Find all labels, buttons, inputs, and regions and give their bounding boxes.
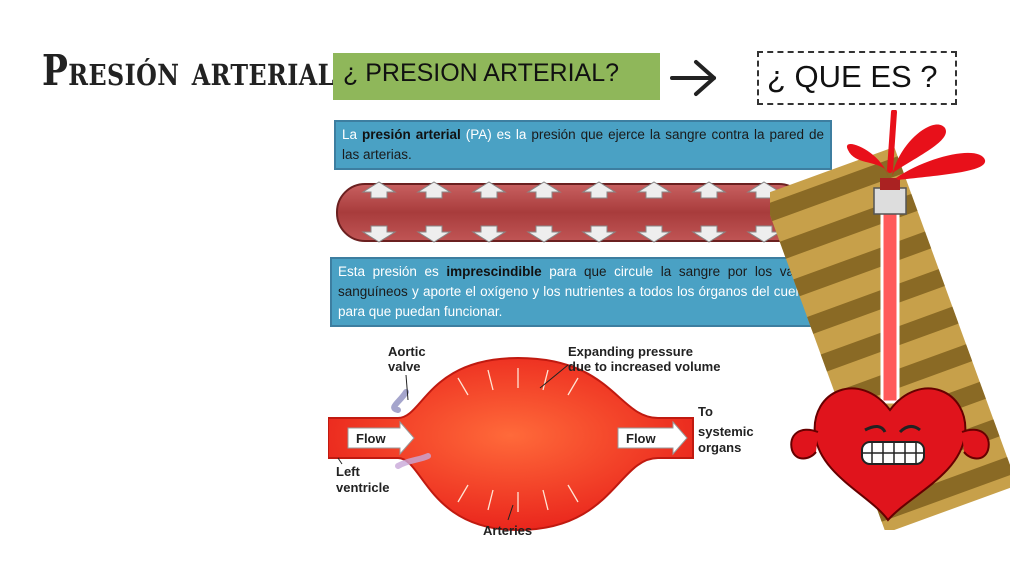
left-ventricle-label-line2: ventricle xyxy=(336,480,389,495)
flow-label-right: Flow xyxy=(626,431,656,446)
text-run: que xyxy=(583,264,607,279)
text-run: circule xyxy=(606,264,661,279)
expanding-pressure-label-line2: due to increased volume xyxy=(568,359,720,374)
arteries-label: Arteries xyxy=(483,523,532,538)
text-run: y aporte el oxígeno y los nutrientes a t… xyxy=(338,284,815,319)
slide-title: Presión arterial xyxy=(42,46,335,95)
what-is-box: ¿ QUE ES ? xyxy=(757,51,957,105)
text-run: para xyxy=(541,264,584,279)
aortic-pressure-diagram: Flow Flow Aortic valve Expanding pressur… xyxy=(328,344,754,538)
heart-pressure-illustration xyxy=(770,110,1010,530)
bold-term: presión arterial xyxy=(361,127,461,142)
text-run: La xyxy=(342,127,362,142)
artery-tube-illustration xyxy=(336,181,816,243)
text-run: la sangre por los vasos sanguíneos xyxy=(338,264,815,299)
question-banner: ¿ PRESION ARTERIAL? xyxy=(333,53,660,100)
to-systemic-label-line1: To xyxy=(698,404,713,419)
importance-box: Esta presión es imprescindible para que … xyxy=(330,257,823,327)
expanding-pressure-label-line1: Expanding pressure xyxy=(568,344,693,359)
aortic-valve-label-line2: valve xyxy=(388,359,421,374)
definition-box: La presión arterial (PA) es la presión q… xyxy=(334,120,832,170)
text-run: presión que ejerce la sangre contra la p… xyxy=(342,127,824,162)
to-systemic-label-line2: systemic xyxy=(698,424,754,439)
left-ventricle-label-line1: Left xyxy=(336,464,361,479)
bold-term: imprescindible xyxy=(446,264,542,279)
to-systemic-label-line3: organs xyxy=(698,440,741,455)
flow-label-left: Flow xyxy=(356,431,386,446)
text-run: (PA) es la xyxy=(460,127,532,142)
arrow-right-icon xyxy=(670,60,716,96)
text-run: Esta presión es xyxy=(338,264,447,279)
aortic-valve-label-line1: Aortic xyxy=(388,344,426,359)
